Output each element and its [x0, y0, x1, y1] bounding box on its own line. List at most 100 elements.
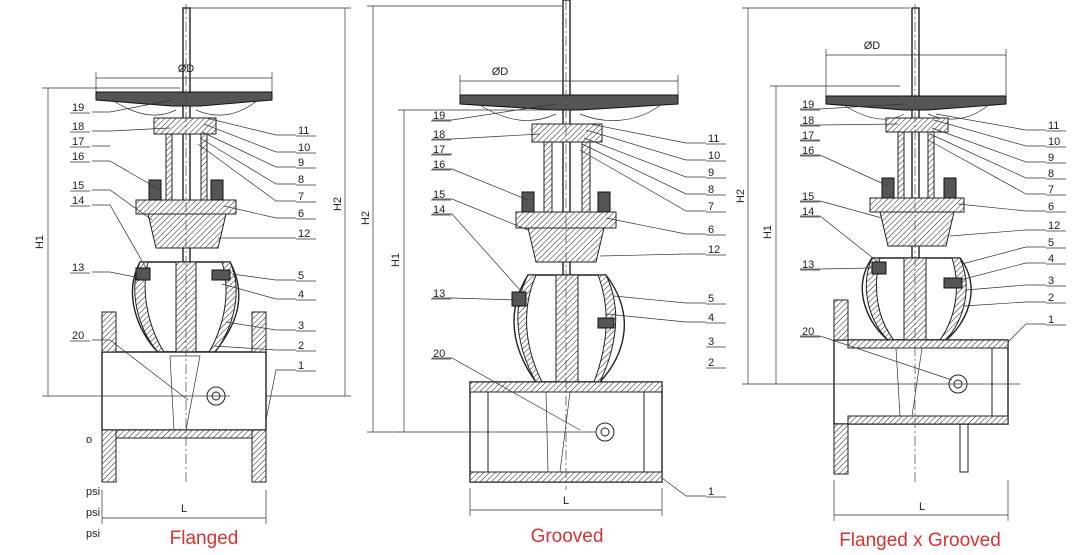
callout-20: 20 — [72, 330, 84, 342]
bolt-right — [210, 179, 224, 201]
dim-h1: H1 — [390, 253, 402, 267]
callout-15: 15 — [72, 180, 84, 192]
callout-15: 15 — [802, 191, 814, 203]
callout-6: 6 — [1048, 201, 1054, 213]
valve-flanged: ØD L H1 H2 19 18 17 16 15 14 13 20 11 10… — [34, 4, 351, 549]
valve-flanged-x-grooved: ØD L H1 H2 19 18 17 16 15 14 13 20 11 10… — [735, 4, 1066, 551]
callout-11: 11 — [1048, 120, 1059, 132]
dim-h2: H2 — [332, 197, 344, 211]
callouts-right: 11 10 9 8 7 6 12 5 4 3 2 1 — [706, 133, 726, 498]
bonnet — [527, 227, 605, 263]
callout-15: 15 — [433, 189, 445, 201]
callout-6: 6 — [708, 224, 714, 236]
bolt-left — [521, 191, 535, 213]
callout-20: 20 — [802, 326, 814, 338]
handwheel — [459, 94, 679, 111]
yoke-nut — [531, 123, 603, 143]
callout-1: 1 — [1048, 314, 1054, 326]
flange-left-bottom — [101, 429, 117, 483]
callout-4: 4 — [1048, 253, 1054, 265]
flange-left-top — [833, 299, 849, 341]
callout-16: 16 — [433, 159, 445, 171]
dim-l: L — [181, 503, 187, 515]
dim-h2: H2 — [735, 189, 747, 203]
callout-9: 9 — [708, 167, 714, 179]
wedge — [555, 274, 579, 383]
dim-h2: H2 — [360, 211, 372, 225]
caption-grooved: Grooved — [531, 526, 604, 547]
dim-od: ØD — [492, 66, 509, 78]
handwheel — [95, 91, 273, 107]
callouts-left: 19 18 17 16 15 14 13 20 — [70, 102, 90, 342]
bolt-left — [881, 177, 895, 199]
callout-5: 5 — [708, 293, 714, 305]
side-text-0: o — [86, 434, 92, 446]
callout-8: 8 — [1048, 168, 1054, 180]
callout-7: 7 — [1048, 184, 1054, 196]
callout-9: 9 — [1048, 152, 1054, 164]
callout-10: 10 — [298, 142, 310, 154]
side-text-3: psi — [86, 528, 100, 540]
callout-18: 18 — [802, 115, 814, 127]
callout-13: 13 — [72, 262, 84, 274]
callout-17: 17 — [72, 136, 84, 148]
dim-l: L — [563, 495, 569, 507]
seat-screw — [135, 267, 151, 281]
seat-screw — [871, 261, 887, 275]
flange-right-bottom — [251, 429, 267, 483]
callout-6: 6 — [298, 208, 304, 220]
callout-13: 13 — [802, 259, 814, 271]
dim-od: ØD — [864, 40, 881, 52]
seat-screw — [511, 291, 527, 307]
callout-14: 14 — [72, 195, 84, 207]
callout-2: 2 — [708, 357, 714, 369]
callouts-right: 11 10 9 8 7 6 12 5 4 3 2 1 — [296, 125, 316, 372]
callout-12: 12 — [708, 244, 720, 256]
flange-left-bottom — [833, 423, 849, 475]
callout-13: 13 — [433, 288, 445, 300]
bolt-right — [943, 177, 957, 199]
flange-left-top — [101, 311, 117, 353]
callout-3: 3 — [1048, 275, 1054, 287]
callout-2: 2 — [1048, 292, 1054, 304]
callout-1: 1 — [298, 360, 304, 372]
callout-17: 17 — [802, 130, 814, 142]
yoke-nut — [153, 117, 217, 135]
callouts-left: 19 18 17 16 15 14 13 20 — [800, 99, 820, 338]
callout-10: 10 — [1048, 136, 1060, 148]
callout-12: 12 — [298, 228, 310, 240]
callout-20: 20 — [433, 348, 445, 360]
caption-flanged: Flanged — [170, 528, 239, 549]
yoke-nut — [885, 117, 949, 133]
callouts-right: 11 10 9 8 7 6 12 5 4 3 2 1 — [1046, 120, 1066, 326]
bolt-left — [148, 179, 162, 201]
caption-flanged-x-grooved: Flanged x Grooved — [839, 530, 1001, 551]
pipe-body — [101, 351, 267, 431]
side-text: o psi psi psi — [86, 434, 100, 540]
callout-2: 2 — [298, 340, 304, 352]
callout-3: 3 — [298, 320, 304, 332]
bonnet — [879, 211, 955, 247]
callout-16: 16 — [72, 151, 84, 163]
callout-12: 12 — [1048, 220, 1060, 232]
callouts-left: 19 18 17 16 15 14 13 20 — [431, 110, 451, 360]
callout-4: 4 — [708, 312, 714, 324]
dim-l: L — [919, 501, 925, 513]
callout-1: 1 — [708, 486, 714, 498]
callout-11: 11 — [708, 133, 719, 145]
bolt-right — [597, 191, 611, 213]
callout-8: 8 — [708, 184, 714, 196]
callout-5: 5 — [298, 270, 304, 282]
callout-19: 19 — [433, 110, 445, 122]
callout-7: 7 — [708, 201, 714, 213]
bonnet — [147, 213, 227, 249]
callout-4: 4 — [298, 289, 304, 301]
callout-18: 18 — [433, 129, 445, 141]
callout-3: 3 — [708, 336, 714, 348]
callout-11: 11 — [298, 125, 309, 137]
flange-right-top — [251, 311, 267, 353]
callout-19: 19 — [72, 102, 84, 114]
callout-7: 7 — [298, 191, 304, 203]
callout-14: 14 — [802, 206, 814, 218]
